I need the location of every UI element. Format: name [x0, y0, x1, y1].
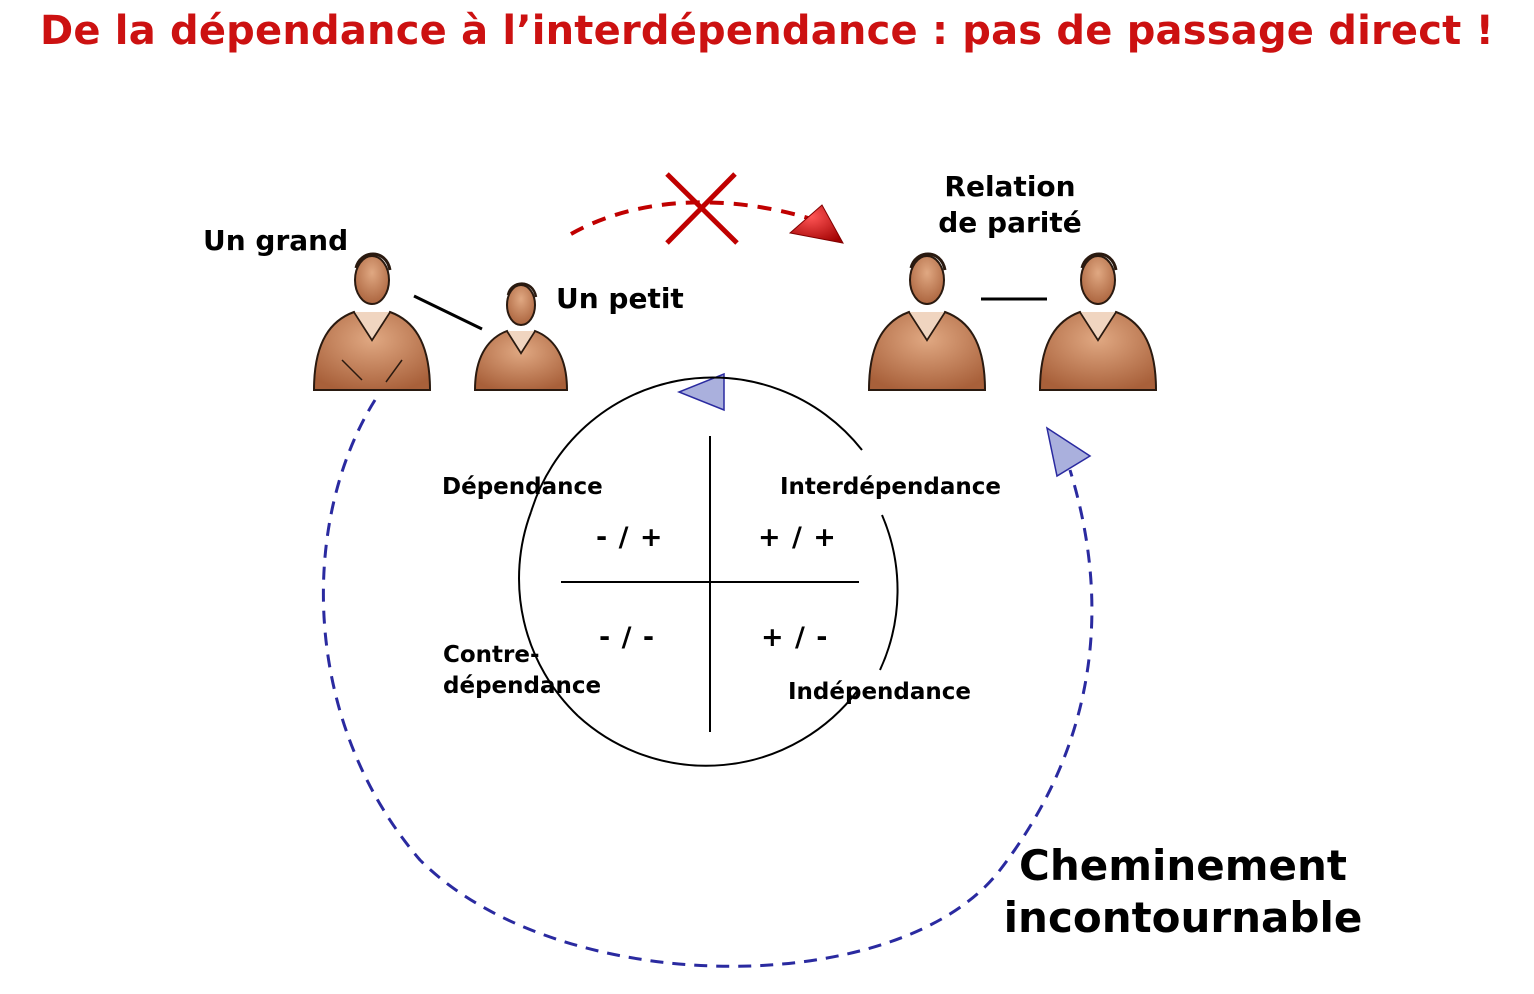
- label-small: Un petit: [556, 282, 684, 315]
- person-small-icon: [473, 282, 569, 391]
- path-label-line2: incontournable: [1003, 893, 1363, 942]
- quadrant-interdependance-label: Interdépendance: [780, 474, 1001, 500]
- quadrant-sign-top-left: - / +: [596, 522, 664, 553]
- cycle-arc-upper: [530, 376, 863, 513]
- quadrant-independance-label: Indépendance: [788, 679, 972, 705]
- cycle-arrowhead-top: [676, 372, 725, 412]
- direct-arrowhead: [788, 204, 844, 244]
- cross-icon: [665, 172, 739, 245]
- cycle-arc-lower: [577, 689, 859, 767]
- relation-line-hierarchy: [413, 294, 483, 331]
- person-big-icon: [312, 252, 432, 391]
- page-title: De la dépendance à l’interdépendance : p…: [39, 8, 1495, 54]
- path-label-line1: Cheminement: [1019, 841, 1347, 890]
- label-parity-line1: Relation: [944, 170, 1076, 203]
- quadrant-sign-top-right: + / +: [758, 522, 837, 553]
- cycle-arc-right: [879, 514, 899, 671]
- quadrant-sign-bottom-left: - / -: [599, 622, 656, 653]
- quadrant-sign-bottom-right: + / -: [761, 622, 829, 653]
- quadrant-contredependance-line2: dépendance: [443, 673, 602, 699]
- path-label: Cheminement incontournable: [1000, 840, 1366, 944]
- label-big: Un grand: [203, 224, 349, 257]
- direct-arrow-curve: [570, 200, 809, 236]
- cycle-arc-left: [518, 511, 579, 717]
- quadrant-dependance-label: Dépendance: [442, 474, 603, 500]
- path-arrowhead-right: [1045, 426, 1092, 478]
- person-parity-left-icon: [867, 252, 987, 391]
- person-parity-right-icon: [1038, 252, 1158, 391]
- quadrant-contredependance-line1: Contre-: [443, 642, 540, 668]
- label-parity-line2: de parité: [938, 206, 1082, 239]
- path-arrow-curve: [321, 399, 1094, 968]
- label-parity: Relation de parité: [930, 169, 1090, 241]
- quadrant-contredependance-label: Contre- dépendance: [443, 640, 601, 702]
